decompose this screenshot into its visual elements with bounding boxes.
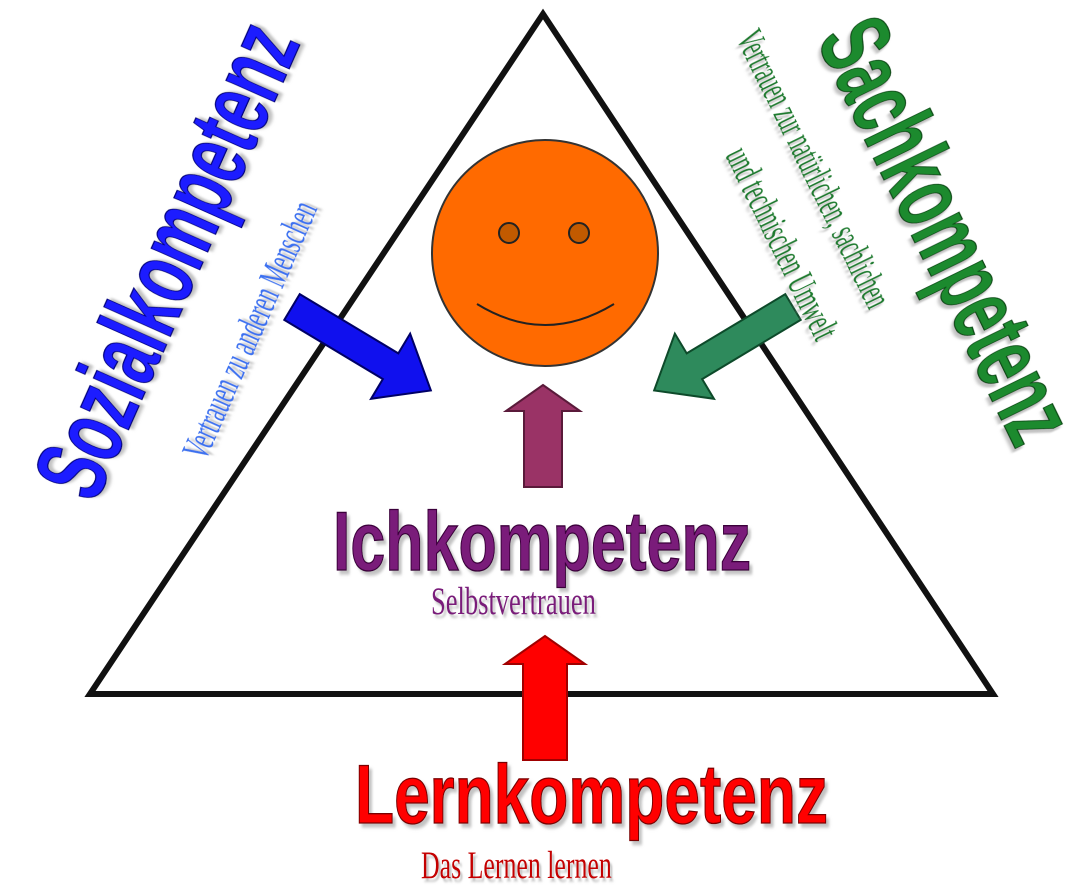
arrow-up-icon [502, 383, 584, 488]
learning-competence-title: Lernkompetenz [355, 748, 828, 841]
arrow-right-down-icon [282, 292, 433, 401]
self-competence-subtitle: Selbstvertrauen [431, 580, 596, 623]
learning-competence-subtitle: Das Lernen lernen [421, 844, 612, 888]
smiley-face-icon [431, 139, 659, 367]
arrow-up-icon [501, 634, 589, 761]
self-competence-title: Ichkompetenz [333, 494, 751, 588]
arrow-left-down-icon [652, 292, 803, 401]
